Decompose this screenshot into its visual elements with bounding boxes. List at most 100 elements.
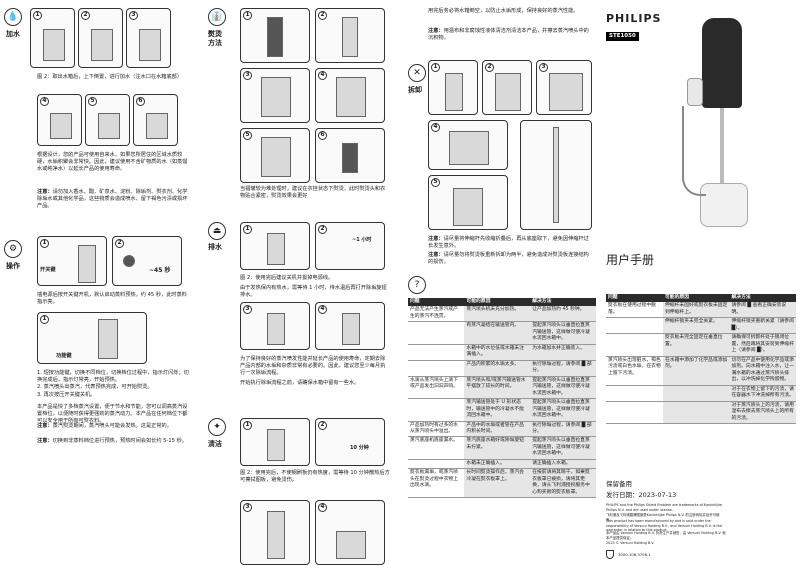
note-label: 注意：	[428, 252, 444, 258]
step-5-illustration: 5	[85, 94, 130, 146]
cell-solution: 提起蒸汽喷头以垂直拉直蒸汽输送管，这样做可使冷凝水流回水箱中。	[530, 376, 596, 400]
col-header-solution: 解决方法	[729, 294, 796, 303]
cell-problem	[408, 360, 465, 377]
cell-cause: 水箱未正确插入。	[464, 459, 531, 470]
cell-solution: 让产品加热约 45 秒钟。	[530, 306, 596, 323]
ironing-step-1: 1	[240, 8, 310, 63]
ironing-step-4: 4	[315, 68, 385, 123]
step-1-illustration: 1	[30, 8, 75, 68]
drain-fig-caption: 图 2：使用完后建议关机并拔掉电源线。	[240, 275, 334, 281]
ironing-step-2: 2	[315, 8, 385, 63]
note-label: 注意：	[37, 189, 53, 195]
manual-title: 用户手册	[606, 253, 655, 267]
cell-problem	[606, 333, 663, 357]
issue-date: 发行日期：2023-07-13	[606, 491, 677, 499]
step-6-illustration: 6	[133, 94, 178, 146]
operate-paragraph: 插电源后按开关键开机，默认启动蒸料预热，约 45 秒，此时蒸料指示亮。	[37, 292, 187, 306]
cell-problem	[606, 317, 663, 335]
col-header-cause: 可能的原因	[464, 298, 531, 307]
steam-note-1: 注意：蒸汽熨烫期间，蒸汽喷头可能会发热。这是正常的。	[37, 423, 192, 430]
clean-fig-caption: 图 2：使用完后，不使钢刷板仍有热度，需等待 10 分钟散热后方可擦拭图板，避免…	[240, 470, 390, 484]
fine-print-4: 本产品由 Versuni Holding B.V. 负责生产并销售，由 Vers…	[606, 531, 726, 540]
cell-problem	[606, 385, 663, 402]
clean-step-1: 1	[240, 418, 310, 466]
table-row: 产品加热时有过多的水从蒸汽喷头中溢出。产品中的水垢或者管在产品内积长时间。执行除…	[408, 421, 596, 438]
cell-cause: 蒸汽输送管处于 U 形状态时，输送管中的冷凝水不能流回水箱中。	[464, 398, 531, 422]
product-image	[682, 18, 782, 233]
table-row: 蒸汽底座机底座漏水。蒸汽底座水箱好或除垢旋钮未拧紧。提起蒸汽喷头以垂直拉直蒸汽输…	[408, 436, 596, 460]
table-row: 对于在衣物上留下的污渍，请在容器水下冲洗掉所有污渍。	[606, 385, 796, 402]
cell-cause: 伸缩杆锁夹未完全关紧。	[663, 317, 730, 335]
cell-problem	[408, 398, 465, 422]
brand-logo: PHILIPS	[606, 12, 662, 25]
operate-list-3: 3. 再次按压开关键关机。	[37, 392, 96, 398]
cell-solution: 请参阅 █ 查看正确安装说明。	[729, 302, 796, 319]
cell-solution: 伸缩杆锁夹重新关紧（请参阅 █）。	[729, 317, 796, 335]
troubleshoot-table-left: 问题 可能的原因 解决方法 产品无法产生蒸汽或产生的蒸汽不连贯。蒸汽喷头机未充分…	[408, 298, 596, 499]
cell-problem	[408, 459, 465, 470]
fill-water-icon: 💧	[4, 8, 22, 26]
col-header-solution: 解决方法	[530, 298, 596, 307]
fig2-caption: 图 2：取出水箱后，上下倒置，进行加水（注水口在水箱底部）	[37, 74, 183, 80]
cell-solution: 提起蒸汽喷头以垂直拉直蒸汽输送管，这样做可使冷凝水流回水箱中。	[530, 436, 596, 460]
cell-solution: 为水箱加水并正确装入。	[530, 344, 596, 361]
section-label-ironing: 熨烫方法	[208, 30, 222, 48]
cell-problem: 熨衣板在使用过程中脱落。	[606, 302, 663, 319]
column-3: 用完后务必将水箱倒空，以防止水垢形成，保持良好的蒸汽性能。 注意：用温布和非腐蚀…	[400, 0, 600, 575]
steam-paragraph: 本产品是快了多档蒸汽设置，便于节水和节能，您可以调高蒸汽设置档位，以便随时获得更…	[37, 404, 188, 425]
cell-cause: 伸缩杆未固好或熨衣板未固定到伸缩杆上。	[663, 302, 730, 319]
cell-solution: 对于蒸汽喷头上的污渍，请用湿布去擦去蒸汽喷头上的所有的污渍。	[729, 401, 796, 424]
disassemble-step-2: 2	[482, 60, 532, 115]
water-paragraph: 根据设计，您的产品可使用自来水。如果您所居住的区域水质较硬，水垢积聚会非常快。因…	[37, 152, 188, 173]
table-row: 蒸汽喷头出现脏水，褐色污渍或白色水垢，在衣物上留下污渍。在水箱中添加了化学品或添…	[606, 356, 796, 386]
cell-problem: 产品加热时有过多的水从蒸汽喷头中溢出。	[408, 421, 465, 438]
troubleshoot-table-right: 问题 可能的原因 解决方法 熨衣板在使用过程中脱落。伸缩杆未固好或熨衣板未固定到…	[606, 294, 796, 424]
table-row: 产品无法产生蒸汽或产生的蒸汽不连贯。蒸汽喷头机未充分加热。让产品加热约 45 秒…	[408, 306, 596, 323]
note-text: 请尽量将伸缩杆先收缩折叠后，再从底座取下，避免因伸缩杆过长发生意外。	[428, 236, 589, 250]
steamer-pole	[720, 108, 724, 183]
step-2-illustration: 2	[78, 8, 123, 68]
note-text: 切换到非蒸料档位进行预热，预热时间会如长约 5-15 秒。	[52, 438, 187, 444]
drain-step-2: 2~1 小时	[315, 222, 385, 270]
note-label: 注意：	[428, 28, 444, 34]
note-label: 注意：	[37, 423, 53, 429]
disassemble-step-5: 5	[428, 175, 508, 230]
table-row: 产品内积累的水垢太多。执行除垢过程，请参阅 █ 部分。	[408, 360, 596, 377]
cell-cause: 蒸汽喷头和/或蒸汽输送管水平摆放了较长的时间。	[464, 376, 531, 400]
cell-problem: 产品无法产生蒸汽或产生的蒸汽不连贯。	[408, 306, 465, 323]
cell-solution: 对于在衣物上留下的污渍，请在容器水下冲洗掉所有污渍。	[729, 385, 796, 402]
cell-cause: 熨衣板未完全固定在垂直位置。	[663, 333, 730, 357]
col-header-problem: 问题	[606, 294, 663, 303]
cell-problem	[408, 344, 465, 361]
ironing-step-6: 6	[315, 128, 385, 183]
note-text: 请勿加入香水、醋、矿泉水、淀粉、除垢剂、熨衣剂、化学除垢水或其他化学品，这些物质…	[37, 189, 188, 210]
disassemble-step-1: 1	[428, 60, 478, 115]
table-row: 水滴从蒸汽喷头上滴下或产品发出汩汩声响。蒸汽喷头和/或蒸汽输送管水平摆放了较长的…	[408, 376, 596, 400]
table-row: 熨衣板未完全固定在垂直位置。请确保可拆卸杆处于锁闭位置，然后再将其安装到伸缩杆上…	[606, 333, 796, 357]
model-badge: STE1050	[606, 32, 639, 42]
disassemble-stand-illustration	[520, 120, 592, 230]
cell-solution: 切勿在产品中使用化学品或添加剂。向水箱中注入水，让一满水箱的水通过蒸汽喷头排出，…	[729, 356, 796, 386]
step-3-illustration: 3	[126, 8, 171, 68]
table-row: 熨衣板漏垢，或蒸汽喷头在熨烫过程中衣物上出现水滴。长时间熨烫操作后，蒸汽会冷凝在…	[408, 468, 596, 499]
section-label-operate: 操作	[6, 262, 20, 270]
cell-cause: 长时间熨烫操作后，蒸汽会冷凝在熨衣板罩上。	[464, 468, 531, 499]
table-row: 熨衣板在使用过程中脱落。伸缩杆未固好或熨衣板未固定到伸缩杆上。请参阅 █ 查看正…	[606, 302, 796, 319]
cell-cause: 在水箱中添加了化学品或添加剂。	[663, 356, 730, 386]
cell-solution: 在按前请将其晾干，如果熨衣板罩已被损，请将其更换，请从飞利浦授权服务中心购买新的…	[530, 468, 596, 499]
section-label-drain: 排水	[208, 243, 222, 251]
preheat-timer: ~45 秒	[149, 267, 171, 274]
troubleshoot-icon: ?	[408, 276, 426, 294]
table-row: 对于蒸汽喷头上的污渍，请用湿布去擦去蒸汽喷头上的所有的污渍。	[606, 401, 796, 424]
fine-print-3: This product has been manufactured by an…	[606, 519, 723, 533]
drain-step-3: 3	[240, 302, 310, 350]
descale-reminder: 开始执行除垢流程之前，请确保水箱中留有一些水。	[240, 380, 360, 386]
note-text: 用温布和非腐蚀性液体清洁剂清洁本产品，并擦去蒸汽喷头中的沉积物。	[428, 28, 589, 42]
section-label-clean: 清洁	[208, 440, 222, 448]
fine-print-2: 飞利浦及飞利浦盾牌图案是Koninklijke Philips N.V. 的注册…	[606, 513, 720, 522]
note-text: 蒸汽熨烫期间，蒸汽喷头可能会发热。这是正常的。	[52, 423, 172, 429]
disassemble-note-2: 注意：请尽量勿将熨烫板重新拆卸为两半，避免造成对熨烫板连接结构的损伤。	[428, 252, 593, 266]
cell-solution: 提起蒸汽喷头以垂直拉直蒸汽输送管，这样做可使冷凝水流回水箱中。	[530, 398, 596, 422]
cell-problem: 熨衣板漏垢，或蒸汽喷头在熨烫过程中衣物上出现水滴。	[408, 468, 465, 499]
drain-icon: ⏏	[208, 222, 226, 240]
